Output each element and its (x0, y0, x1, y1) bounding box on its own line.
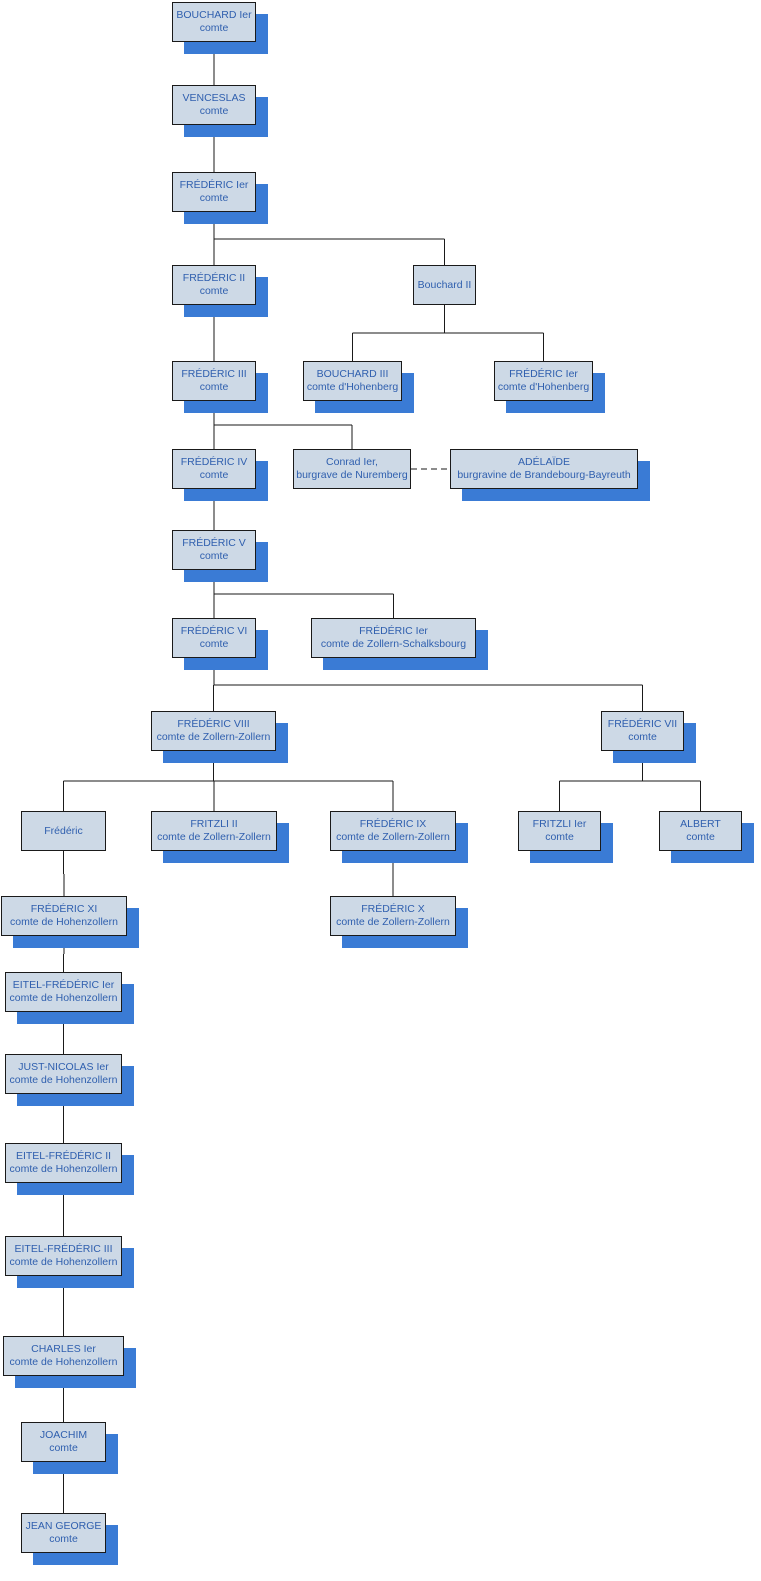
person-name: FRITZLI II (190, 818, 238, 830)
person-title: comte de Zollern-Schalksbourg (320, 638, 467, 650)
person-name: EITEL-FRÉDÉRIC III (14, 1243, 113, 1255)
person-title: comte de Hohenzollern (9, 992, 118, 1004)
person-title: comte de Hohenzollern (9, 1074, 118, 1086)
person-name: FRÉDÉRIC Ier (179, 179, 249, 191)
person-name: FRÉDÉRIC II (182, 272, 246, 284)
person-name: FRÉDÉRIC X (361, 903, 425, 915)
person-node-conrad-1: Conrad Ier,burgrave de Nuremberg (293, 449, 411, 489)
person-name: FRÉDÉRIC VII (607, 718, 678, 730)
person-title: comte de Hohenzollern (10, 916, 118, 928)
person-title: comte de Zollern-Zollern (336, 831, 450, 843)
person-title: burgravine de Brandebourg-Bayreuth (457, 469, 631, 481)
person-name: BOUCHARD Ier (176, 9, 252, 21)
person-name: EITEL-FRÉDÉRIC Ier (12, 979, 115, 991)
person-title: comte de Hohenzollern (9, 1163, 118, 1175)
person-name: FRITZLI Ier (532, 818, 587, 830)
person-name: FRÉDÉRIC VI (180, 625, 248, 637)
person-title: comte (199, 285, 229, 297)
person-title: comte (545, 831, 574, 843)
person-node-bouchard-2: Bouchard II (413, 265, 476, 305)
person-title: comte (49, 1442, 78, 1454)
person-title: comte d'Hohenberg (306, 381, 399, 393)
person-name: FRÉDÉRIC Ier (509, 368, 578, 380)
person-name: ADÉLAÏDE (518, 456, 570, 468)
person-name: EITEL-FRÉDÉRIC II (15, 1150, 112, 1162)
person-title: comte (199, 638, 229, 650)
person-name: JUST-NICOLAS Ier (18, 1061, 109, 1073)
person-title: comte (686, 831, 715, 843)
person-title: comte (49, 1533, 78, 1545)
person-title: comte de Zollern-Zollern (157, 831, 271, 843)
person-title: comte (199, 22, 229, 34)
person-name: BOUCHARD III (316, 368, 389, 380)
person-name: FRÉDÉRIC XI (30, 903, 98, 915)
person-name: FRÉDÉRIC III (181, 368, 247, 380)
person-name: FRÉDÉRIC V (182, 537, 246, 549)
person-title: comte (199, 469, 229, 481)
person-title: comte (199, 105, 229, 117)
person-title: comte de Zollern-Zollern (156, 731, 271, 743)
person-title: burgrave de Nuremberg (296, 469, 408, 481)
person-name: VENCESLAS (182, 92, 246, 104)
person-name: JEAN GEORGE (25, 1520, 102, 1532)
person-name: CHARLES Ier (31, 1343, 96, 1355)
person-name: Conrad Ier, (326, 456, 378, 468)
person-title: comte (628, 731, 657, 743)
person-title: comte (199, 381, 229, 393)
person-name: FRÉDÉRIC IX (359, 818, 427, 830)
person-title: comte de Zollern-Zollern (336, 916, 450, 928)
person-title: comte (199, 550, 229, 562)
person-name: ALBERT (680, 818, 721, 830)
person-title: comte de Hohenzollern (9, 1356, 118, 1368)
person-name: FRÉDÉRIC VIII (177, 718, 250, 730)
person-name: Frédéric (44, 824, 83, 837)
person-name: FRÉDÉRIC Ier (359, 625, 428, 637)
person-name: FRÉDÉRIC IV (180, 456, 248, 468)
person-node-frederic-plain: Frédéric (21, 811, 106, 851)
person-title: comte (199, 192, 229, 204)
person-title: comte d'Hohenberg (497, 381, 590, 393)
person-name: JOACHIM (39, 1429, 88, 1441)
person-title: comte de Hohenzollern (9, 1256, 118, 1268)
person-name: Bouchard II (417, 278, 472, 291)
